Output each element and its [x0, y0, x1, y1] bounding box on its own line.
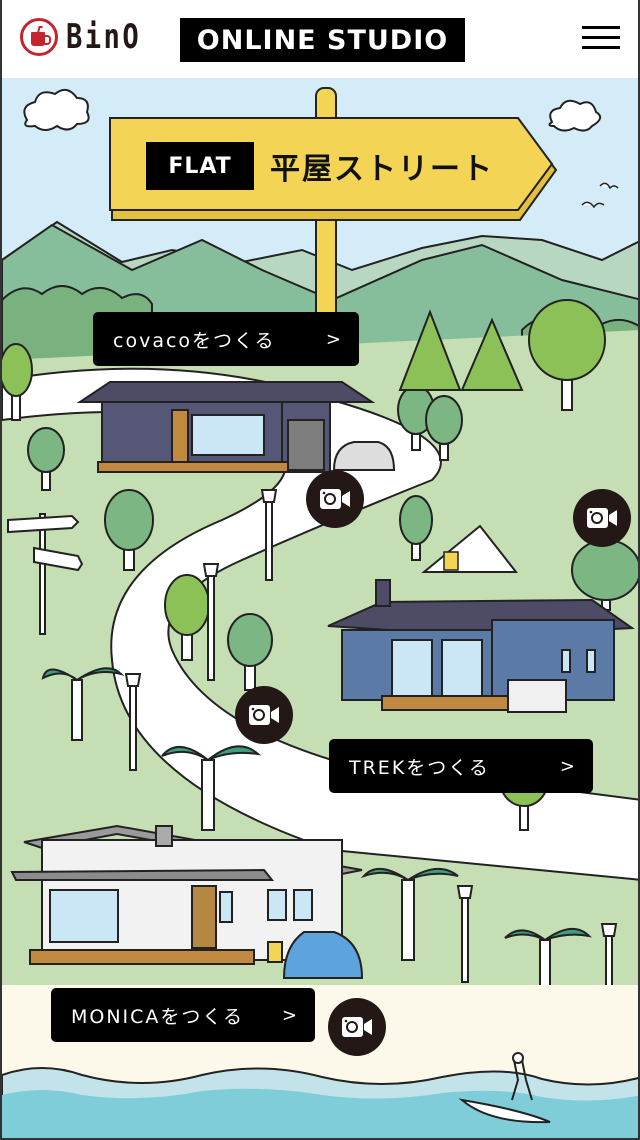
cta-label: MONICAをつくる	[71, 1005, 245, 1028]
bino-logo[interactable]: BinO	[20, 18, 160, 56]
surfer-illustration	[458, 1098, 551, 1124]
tree-icon	[27, 427, 65, 491]
scene-background-illustration	[2, 78, 638, 1138]
covaco-video-camera-button[interactable]	[306, 470, 364, 528]
palm-tree-icon	[41, 667, 592, 1001]
street-sign-title: 平屋ストリート	[270, 152, 494, 187]
video-camera-icon	[320, 489, 350, 509]
pine-tree-icon	[460, 317, 524, 391]
mug-logo-icon	[20, 18, 58, 56]
tree-icon	[571, 539, 638, 611]
video-camera-icon	[587, 508, 617, 528]
campsite-video-camera-button[interactable]	[573, 489, 631, 547]
covaco-cta-button[interactable]: covacoをつくる >	[93, 312, 359, 366]
street-lamp-icon	[124, 489, 618, 1021]
tree-icon	[399, 495, 433, 561]
chevron-right-icon: >	[281, 1004, 299, 1026]
logo-text: BinO	[66, 17, 142, 57]
video-camera-icon	[249, 705, 279, 725]
chevron-right-icon: >	[325, 328, 343, 350]
tree-icon	[164, 574, 210, 661]
tree-icon	[425, 395, 463, 461]
street-illustration: FLAT 平屋ストリート covacoをつくる >	[2, 78, 638, 1138]
pine-tree-icon	[398, 309, 462, 391]
tree-icon	[227, 613, 273, 691]
hamburger-menu-icon[interactable]	[582, 26, 620, 52]
chevron-right-icon: >	[559, 755, 577, 777]
flat-badge: FLAT	[146, 142, 254, 190]
cloud-icon	[23, 88, 90, 131]
online-studio-title: ONLINE STUDIO	[180, 18, 465, 62]
cloud-icon	[548, 99, 602, 132]
tree-icon	[104, 489, 154, 571]
street-sign: FLAT 平屋ストリート	[146, 142, 494, 190]
trek-video-camera-button[interactable]	[235, 686, 293, 744]
monica-video-camera-button[interactable]	[328, 998, 386, 1056]
cta-label: covacoをつくる	[113, 329, 276, 352]
tree-icon	[528, 299, 606, 411]
tree-icon	[2, 343, 33, 421]
covaco-house-illustration	[76, 381, 396, 473]
video-camera-icon	[342, 1017, 372, 1037]
direction-signpost-icon	[7, 513, 84, 635]
monica-house-illustration	[10, 824, 364, 979]
trek-house-illustration	[327, 579, 635, 713]
site-header: BinO ONLINE STUDIO	[2, 0, 638, 78]
trek-cta-button[interactable]: TREKをつくる >	[329, 739, 593, 793]
cta-label: TREKをつくる	[349, 756, 490, 779]
monica-cta-button[interactable]: MONICAをつくる >	[51, 988, 315, 1042]
